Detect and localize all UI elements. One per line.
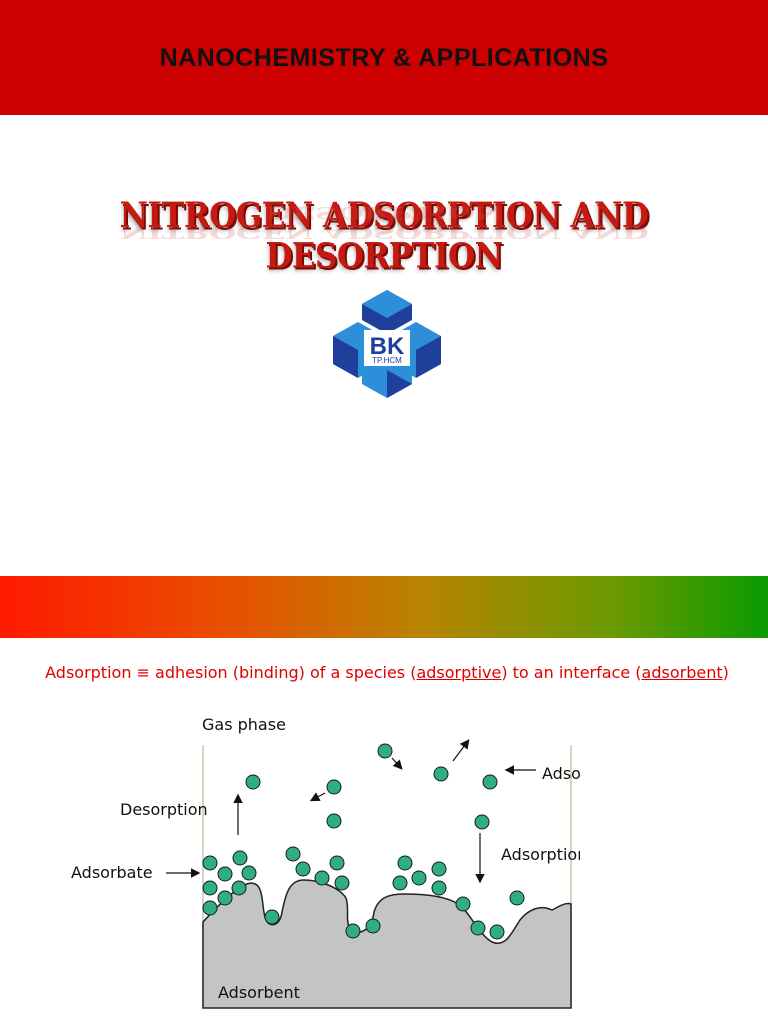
definition-text-3: ) [722, 663, 729, 682]
adsorption-diagram: Gas phase Adsorptive Desorption Adsorpti… [71, 715, 580, 1009]
logo-small-text: TP.HCM [372, 356, 402, 365]
gradient-band [0, 576, 768, 638]
definition-text-1: Adsorption ≡ adhesion (binding) of a spe… [45, 663, 417, 682]
university-logo: BK TP.HCM [333, 290, 441, 398]
label-desorption: Desorption [120, 800, 208, 819]
header-title: NANOCHEMISTRY & APPLICATIONS [159, 44, 609, 72]
gas-arrow-3 [452, 739, 470, 762]
definition-text-2: ) to an interface ( [501, 663, 642, 682]
logo-big-text: BK [370, 333, 405, 360]
header-band [0, 0, 768, 115]
adsorption-definition: Adsorption ≡ adhesion (binding) of a spe… [30, 661, 744, 684]
slide-title: NITROGEN ADSORPTION AND DESORPTION [119, 195, 649, 277]
molecules [202, 743, 525, 940]
label-adsorptive: Adsorptive [542, 764, 580, 783]
label-adsorbent: Adsorbent [218, 983, 300, 1002]
label-gas-phase: Gas phase [202, 715, 286, 734]
label-adsorbate: Adsorbate [71, 863, 153, 882]
logo-center-panel [364, 330, 410, 366]
definition-adsorbent: adsorbent [641, 663, 723, 682]
definition-adsorptive: adsorptive [416, 663, 502, 682]
gas-arrow-1 [309, 792, 326, 802]
gas-arrow-2 [391, 757, 403, 770]
slide-title-reflection: NITROGEN ADSORPTION AND DESORPTION [119, 202, 649, 242]
label-adsorption: Adsorption [501, 845, 580, 864]
